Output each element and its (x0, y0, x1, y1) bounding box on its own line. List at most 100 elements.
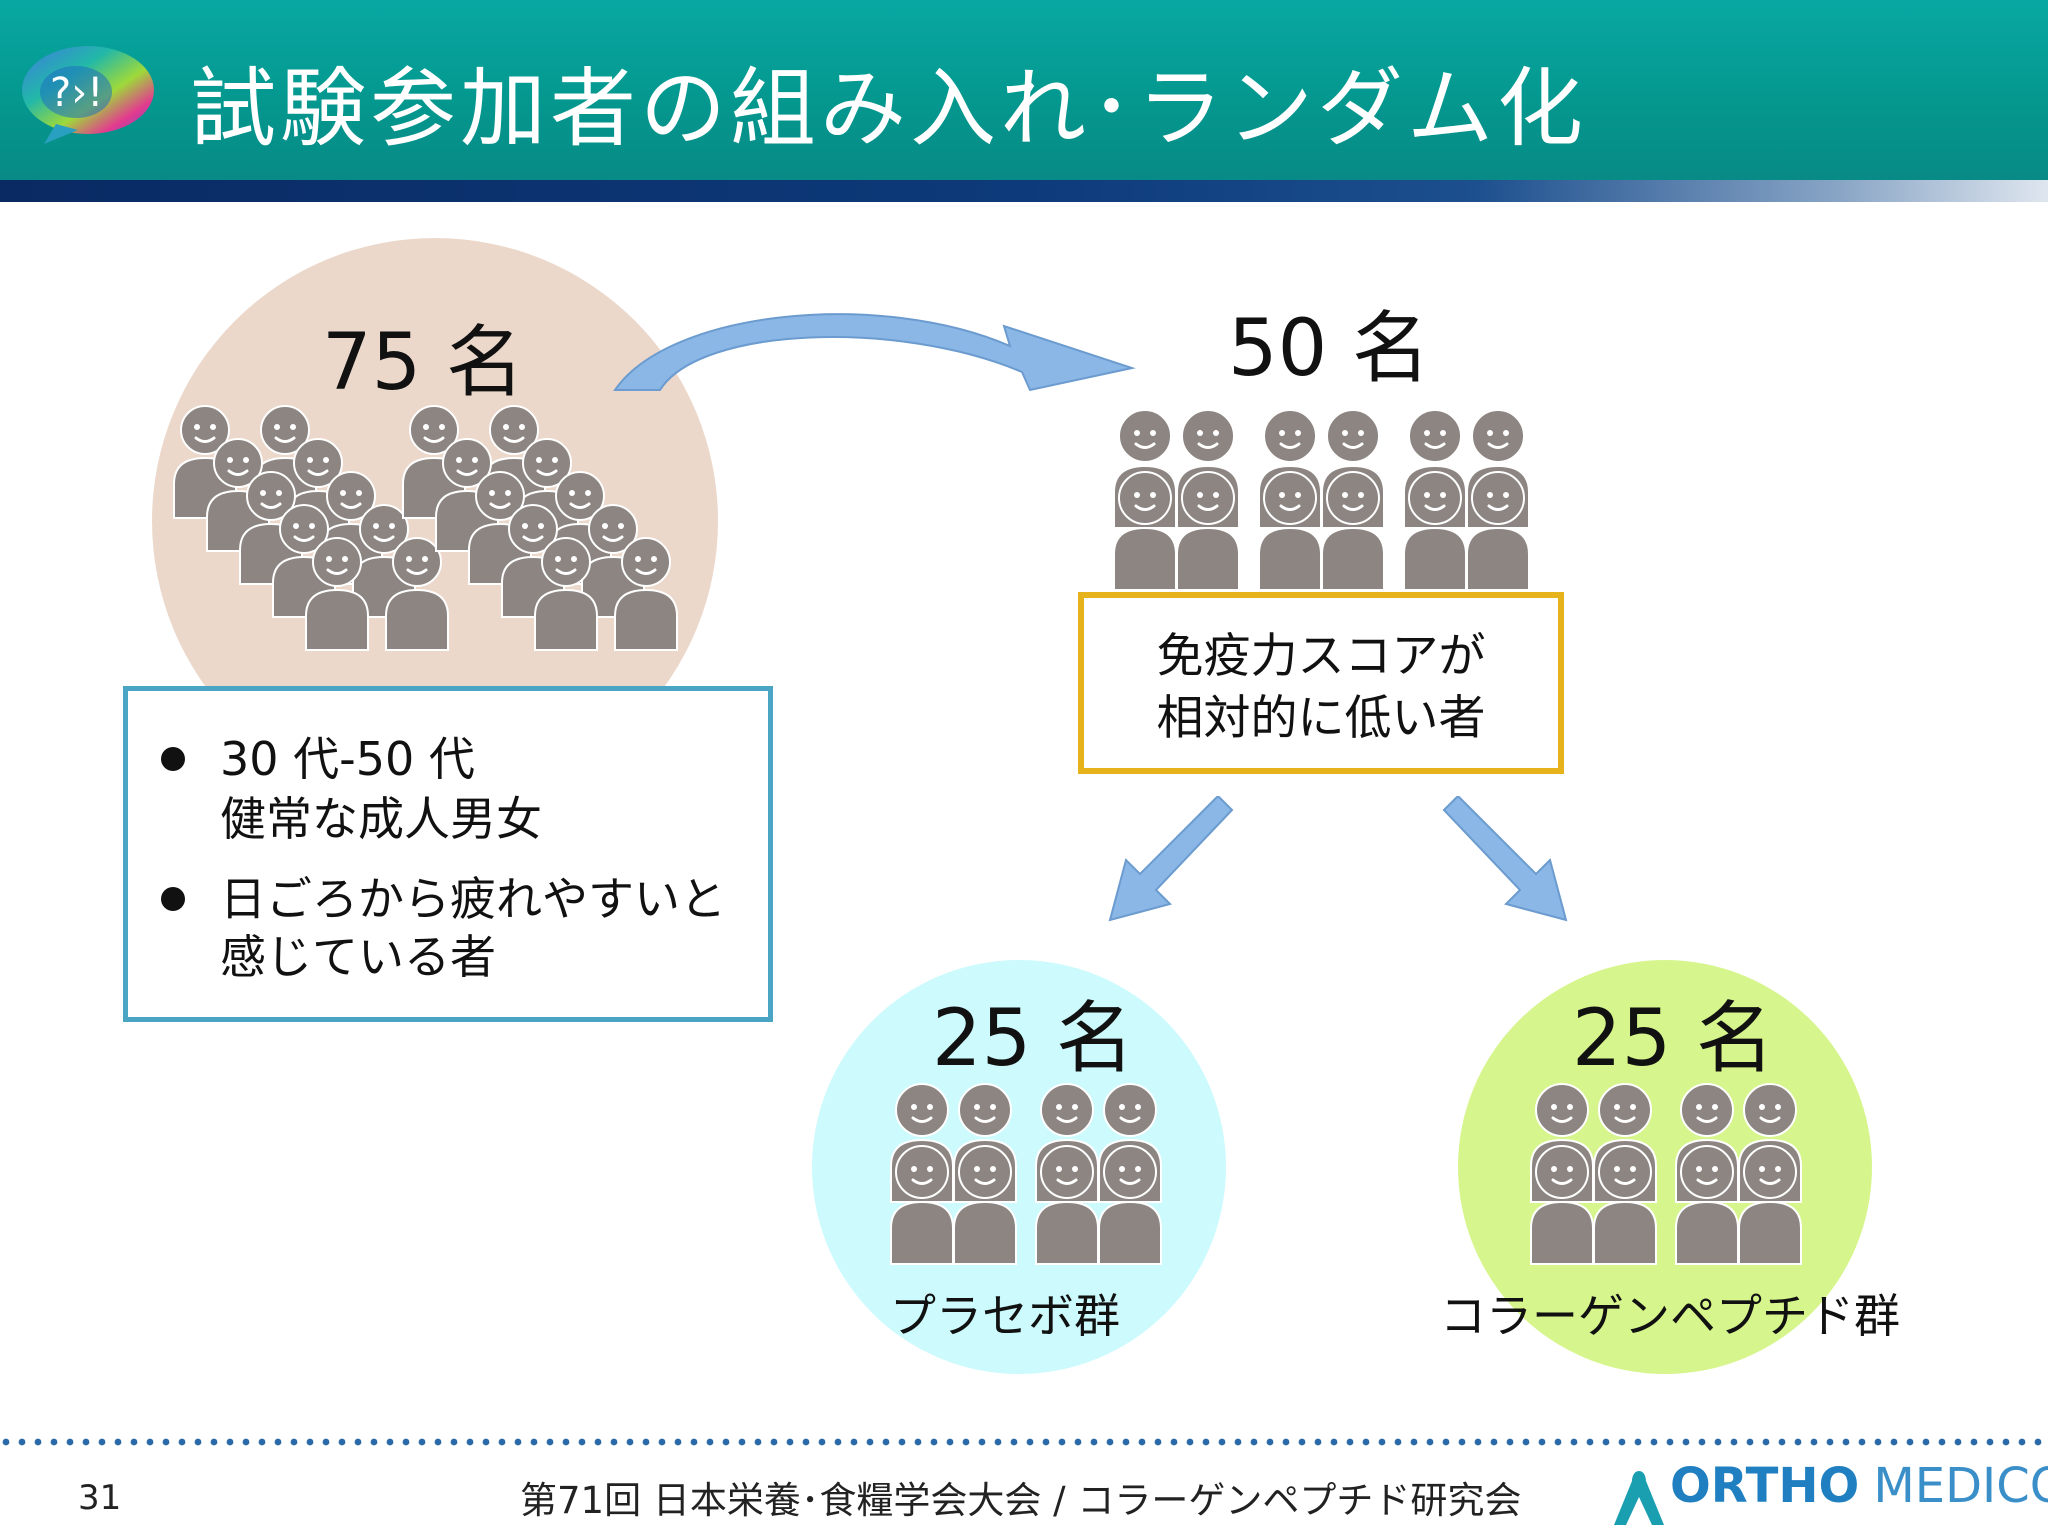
footer-dot (866, 1438, 874, 1446)
footer-dot (370, 1438, 378, 1446)
person-icon (1530, 1145, 1594, 1265)
footer-dot (178, 1438, 186, 1446)
footer-dot (1250, 1438, 1258, 1446)
footer-dot (226, 1438, 234, 1446)
collagen-count: 25 名 (1572, 994, 1775, 1084)
footer-dot (242, 1438, 250, 1446)
footer-dot (1922, 1438, 1930, 1446)
footer-text: 第71回 日本栄養･食糧学会大会 / コラーゲンペプチド研究会 (520, 1479, 1522, 1522)
footer-dot (1538, 1438, 1546, 1446)
footer-dot (514, 1438, 522, 1446)
footer-dot (498, 1438, 506, 1446)
footer-dot (722, 1438, 730, 1446)
person-icon (1738, 1145, 1802, 1265)
footer-dot (594, 1438, 602, 1446)
footer-dot (1986, 1438, 1994, 1446)
curved-arrow (613, 313, 1136, 392)
footer-dot (322, 1438, 330, 1446)
footer-dot (1490, 1438, 1498, 1446)
footer-dot (946, 1438, 954, 1446)
footer-dot (754, 1438, 762, 1446)
person-icon (534, 537, 598, 651)
footer-dot (82, 1438, 90, 1446)
person-icon (1113, 471, 1177, 591)
footer-dot (1074, 1438, 1082, 1446)
condition-line1: 免疫力スコアが (1156, 629, 1486, 684)
condition-line2: 相対的に低い者 (1156, 691, 1486, 746)
footer-dot (994, 1438, 1002, 1446)
footer-dot (1842, 1438, 1850, 1446)
person-icon (1035, 1145, 1099, 1265)
footer-dot (546, 1438, 554, 1446)
footer-dot (1202, 1438, 1210, 1446)
footer-dot (18, 1438, 26, 1446)
footer-dot (1730, 1438, 1738, 1446)
person-icon (890, 1145, 954, 1265)
footer-dot (2034, 1438, 2042, 1446)
person-icon (1466, 471, 1530, 591)
footer-dot (1938, 1438, 1946, 1446)
footer-dot (674, 1438, 682, 1446)
footer-dot (98, 1438, 106, 1446)
footer-dot (1282, 1438, 1290, 1446)
footer-dot (786, 1438, 794, 1446)
footer-dot (1826, 1438, 1834, 1446)
footer-dot (930, 1438, 938, 1446)
footer-dot (642, 1438, 650, 1446)
collagen-label: コラーゲンペプチド群 (1440, 1289, 1900, 1343)
collagen-circle (1458, 960, 1872, 1374)
footer-dot (1506, 1438, 1514, 1446)
footer-dot (1218, 1438, 1226, 1446)
footer-dot (418, 1438, 426, 1446)
footer-dot (1586, 1438, 1594, 1446)
footer-dot (258, 1438, 266, 1446)
footer-dot (1378, 1438, 1386, 1446)
logo-medico: MEDICO (1873, 1458, 2048, 1514)
footer-dot (738, 1438, 746, 1446)
footer-dot (818, 1438, 826, 1446)
enrolled-count: 75 名 (322, 318, 525, 408)
arrow-to-placebo (1108, 796, 1234, 922)
footer-dot (658, 1438, 666, 1446)
header-bar (0, 0, 2048, 180)
slide-title: 試験参加者の組み入れ･ランダム化 (190, 59, 1587, 159)
footer-dot (1266, 1438, 1274, 1446)
footer-dot (1522, 1438, 1530, 1446)
footer-dot (1714, 1438, 1722, 1446)
footer-dot (1618, 1438, 1626, 1446)
footer-dot (578, 1438, 586, 1446)
condition-box: 免疫力スコアが 相対的に低い者 (1078, 592, 1564, 774)
footer-dot (1154, 1438, 1162, 1446)
footer-dot (1698, 1438, 1706, 1446)
person-icon (1176, 471, 1240, 591)
footer-dot (34, 1438, 42, 1446)
footer-dot (1666, 1438, 1674, 1446)
footer-dot (2002, 1438, 2010, 1446)
footer-dot (2, 1438, 10, 1446)
footer-dot (1106, 1438, 1114, 1446)
footer-dot (562, 1438, 570, 1446)
footer-dot (1602, 1438, 1610, 1446)
footer-dot (1874, 1438, 1882, 1446)
footer-dot (1426, 1438, 1434, 1446)
selected-count: 50 名 (1228, 304, 1431, 394)
footer-dot (1410, 1438, 1418, 1446)
footer-dot (50, 1438, 58, 1446)
footer-dot (1810, 1438, 1818, 1446)
footer-dot (1442, 1438, 1450, 1446)
footer-dot (2018, 1438, 2026, 1446)
footer-dot (1634, 1438, 1642, 1446)
person-icon (385, 537, 449, 651)
person-icon (1593, 1145, 1657, 1265)
footer-dot (690, 1438, 698, 1446)
footer-dot (1170, 1438, 1178, 1446)
footer-dot (978, 1438, 986, 1446)
footer-dot (1346, 1438, 1354, 1446)
footer-dot (66, 1438, 74, 1446)
person-icon (1321, 471, 1385, 591)
footer-dot (1122, 1438, 1130, 1446)
footer-dot (162, 1438, 170, 1446)
footer-dot (210, 1438, 218, 1446)
footer-dot (706, 1438, 714, 1446)
